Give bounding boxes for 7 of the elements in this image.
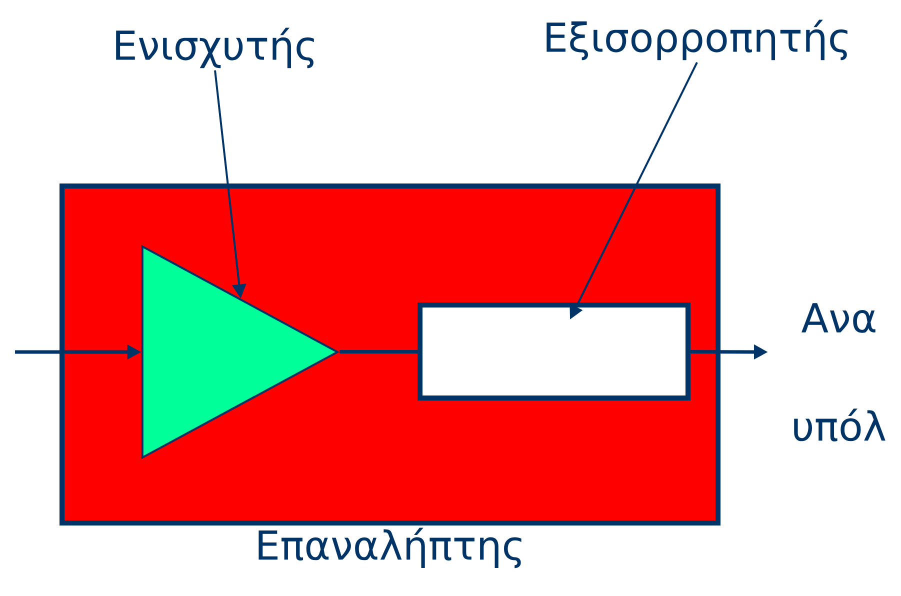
callout-label: Εξισορροπητής (546, 20, 848, 60)
equalizer-box (418, 302, 690, 400)
output-label: υπόλ (794, 408, 886, 442)
node-label: Επαναλήπτης (258, 528, 522, 568)
output-label: Ανα (802, 303, 876, 333)
connector-line (340, 350, 418, 354)
callout-label: Ενισχυτής (116, 28, 314, 68)
